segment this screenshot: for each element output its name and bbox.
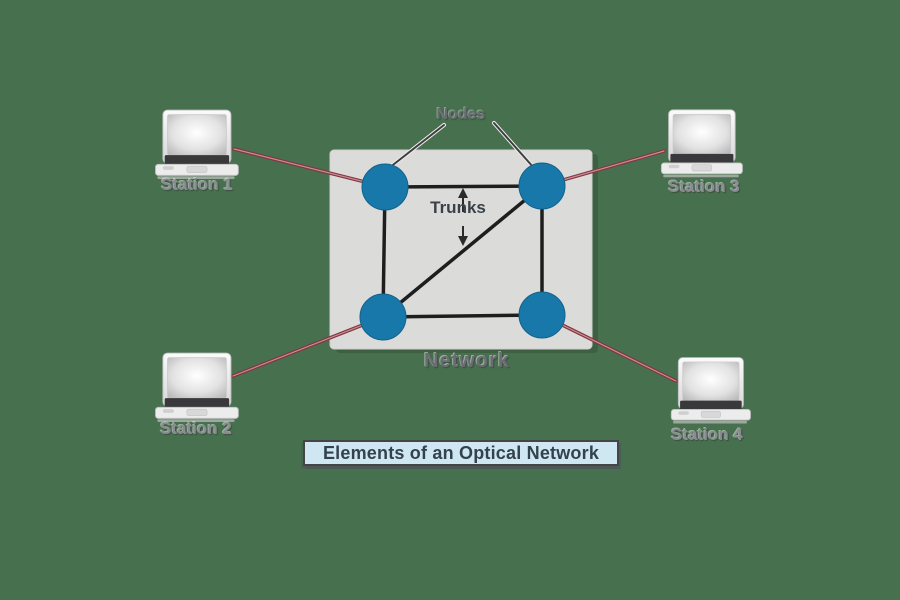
laptop-station4 bbox=[670, 357, 751, 425]
trunks-arrow-down-head bbox=[458, 236, 468, 246]
network-label: Network bbox=[424, 350, 510, 372]
node-top-left bbox=[361, 163, 409, 211]
station-3-label: Station 3 bbox=[668, 177, 740, 196]
nodes-label: Nodes bbox=[436, 106, 486, 123]
trunks-arrows bbox=[458, 188, 468, 246]
station-1-label: Station 1 bbox=[161, 175, 233, 194]
trunks-label: Trunks bbox=[430, 198, 486, 217]
node-top-right bbox=[518, 162, 566, 210]
laptop-station3 bbox=[660, 109, 743, 178]
node-bottom-left bbox=[359, 293, 407, 341]
diagram-title-bar: Elements of an Optical Network bbox=[303, 440, 619, 466]
nodes-group bbox=[359, 162, 566, 341]
nodes-pointer-left bbox=[388, 124, 445, 169]
laptop-station1 bbox=[155, 109, 239, 180]
laptop-station2 bbox=[155, 352, 239, 423]
nodes-pointer-lines bbox=[387, 121, 536, 170]
station-2-label: Station 2 bbox=[160, 419, 232, 438]
trunk-bottom bbox=[381, 313, 544, 319]
nodes-pointer-right bbox=[493, 122, 535, 169]
station-cables bbox=[231, 147, 678, 383]
trunks-arrow-up-head bbox=[458, 188, 468, 198]
trunk-diagonal bbox=[381, 184, 544, 319]
diagram-title-text: Elements of an Optical Network bbox=[322, 442, 600, 463]
trunk-top bbox=[383, 184, 544, 189]
station-4-label: Station 4 bbox=[671, 425, 743, 444]
node-bottom-right bbox=[518, 291, 566, 339]
